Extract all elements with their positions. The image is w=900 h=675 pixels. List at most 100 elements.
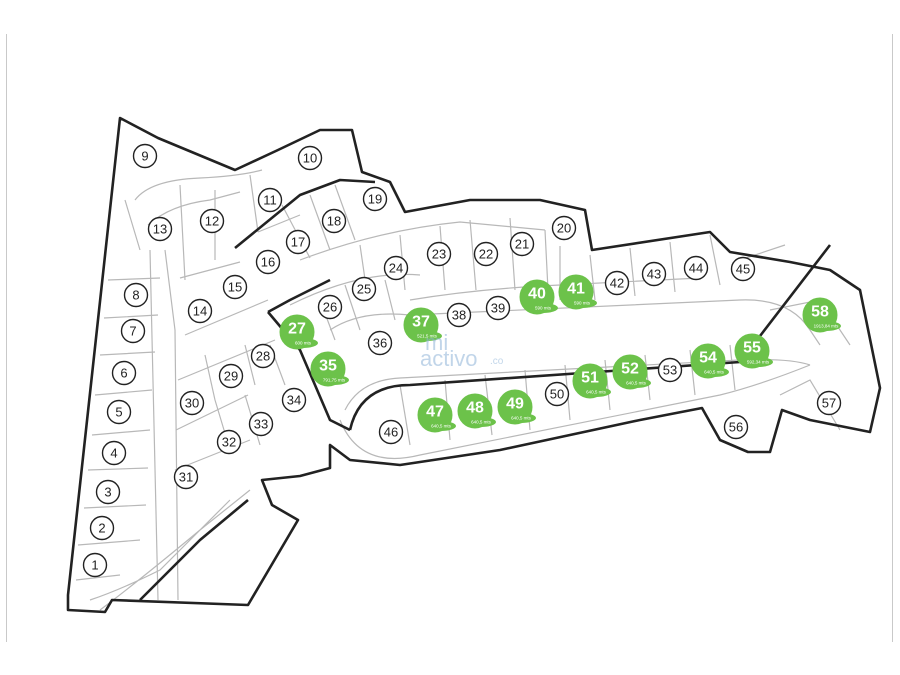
lot-marker[interactable] (281, 387, 307, 413)
lot-marker[interactable] (173, 464, 199, 490)
lot-marker[interactable] (426, 241, 452, 267)
lot-15[interactable]: 15 (222, 274, 248, 300)
lot-21[interactable]: 21 (509, 231, 535, 257)
lot-5[interactable]: 5 (106, 399, 132, 425)
lot-marker[interactable] (485, 295, 511, 321)
lot-45[interactable]: 45 (730, 256, 756, 282)
lot-marker[interactable] (730, 256, 756, 282)
lot-marker[interactable] (723, 414, 749, 440)
lot-marker[interactable] (641, 261, 667, 287)
lot-44[interactable]: 44 (683, 255, 709, 281)
lot-marker[interactable] (473, 241, 499, 267)
lot-marker[interactable] (248, 411, 274, 437)
lot-53[interactable]: 53 (657, 357, 683, 383)
lot-marker[interactable] (250, 343, 276, 369)
lot-30[interactable]: 30 (179, 390, 205, 416)
lot-24[interactable]: 24 (383, 255, 409, 281)
lot-4[interactable]: 4 (101, 440, 127, 466)
lot-marker[interactable] (147, 216, 173, 242)
lot-marker[interactable] (216, 429, 242, 455)
lot-57[interactable]: 57 (816, 390, 842, 416)
lot-marker[interactable] (446, 302, 472, 328)
lot-marker[interactable] (199, 208, 225, 234)
lot-marker[interactable] (317, 294, 343, 320)
lot-32[interactable]: 32 (216, 429, 242, 455)
lot-1[interactable]: 1 (82, 552, 108, 578)
lot-marker[interactable] (218, 363, 244, 389)
lot-marker[interactable] (351, 276, 377, 302)
lot-marker[interactable] (95, 479, 121, 505)
lot-marker[interactable] (123, 282, 149, 308)
lot-marker[interactable] (509, 231, 535, 257)
lot-25[interactable]: 25 (351, 276, 377, 302)
lot-8[interactable]: 8 (123, 282, 149, 308)
lot-23[interactable]: 23 (426, 241, 452, 267)
lot-12[interactable]: 12 (199, 208, 225, 234)
lot-43[interactable]: 43 (641, 261, 667, 287)
lot-3[interactable]: 3 (95, 479, 121, 505)
lot-marker[interactable] (285, 229, 311, 255)
lot-33[interactable]: 33 (248, 411, 274, 437)
lot-marker[interactable] (222, 274, 248, 300)
lot-16[interactable]: 16 (255, 249, 281, 275)
lot-marker[interactable] (257, 187, 283, 213)
lot-marker[interactable] (255, 249, 281, 275)
lot-marker[interactable] (89, 515, 115, 541)
lot-marker[interactable] (82, 552, 108, 578)
lot-28[interactable]: 28 (250, 343, 276, 369)
lot-marker[interactable] (362, 186, 388, 212)
lot-marker[interactable] (544, 381, 570, 407)
lot-39[interactable]: 39 (485, 295, 511, 321)
lot-marker[interactable] (321, 208, 347, 234)
lot-marker[interactable] (367, 330, 393, 356)
lot-26[interactable]: 26 (317, 294, 343, 320)
lot-marker[interactable] (101, 440, 127, 466)
lot-marker[interactable] (120, 318, 146, 344)
lot-marker[interactable] (551, 215, 577, 241)
lot-7[interactable]: 7 (120, 318, 146, 344)
lot-18[interactable]: 18 (321, 208, 347, 234)
lot-marker[interactable] (383, 255, 409, 281)
lot-38[interactable]: 38 (446, 302, 472, 328)
lot-marker[interactable] (297, 145, 323, 171)
lot-56[interactable]: 56 (723, 414, 749, 440)
lot-19[interactable]: 19 (362, 186, 388, 212)
lot-marker[interactable] (111, 360, 137, 386)
lot-2[interactable]: 2 (89, 515, 115, 541)
lot-marker[interactable] (179, 390, 205, 416)
lot-marker[interactable] (378, 419, 404, 445)
lot-13[interactable]: 13 (147, 216, 173, 242)
lot-50[interactable]: 50 (544, 381, 570, 407)
lot-marker[interactable] (604, 270, 630, 296)
lot-marker[interactable] (106, 399, 132, 425)
lot-14[interactable]: 14 (187, 298, 213, 324)
lot-42[interactable]: 42 (604, 270, 630, 296)
lot-36[interactable]: 36 (367, 330, 393, 356)
lot-11[interactable]: 11 (257, 187, 283, 213)
lot-17[interactable]: 17 (285, 229, 311, 255)
lot-marker[interactable] (683, 255, 709, 281)
lot-22[interactable]: 22 (473, 241, 499, 267)
lot-20[interactable]: 20 (551, 215, 577, 241)
lot-10[interactable]: 10 (297, 145, 323, 171)
lot-marker[interactable] (187, 298, 213, 324)
lot-34[interactable]: 34 (281, 387, 307, 413)
lot-marker[interactable] (657, 357, 683, 383)
lot-29[interactable]: 29 (218, 363, 244, 389)
lot-46[interactable]: 46 (378, 419, 404, 445)
lot-31[interactable]: 31 (173, 464, 199, 490)
lot-marker[interactable] (132, 143, 158, 169)
